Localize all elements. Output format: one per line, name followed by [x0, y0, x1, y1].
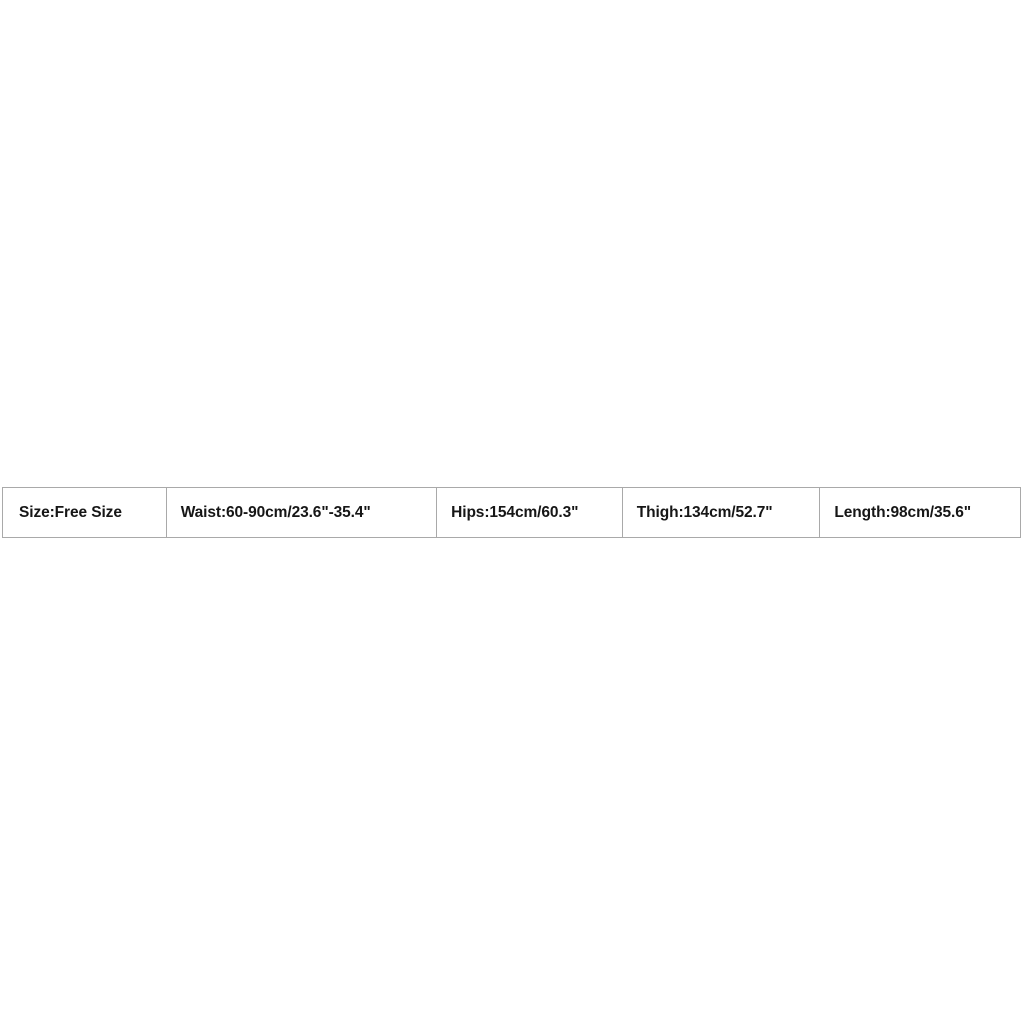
size-chart-cell-length-label: Length:98cm/35.6" [834, 503, 971, 521]
size-chart-cell-size: Size:Free Size [3, 488, 167, 537]
size-chart-cell-thigh-label: Thigh:134cm/52.7" [636, 503, 773, 521]
size-chart-cell-length: Length:98cm/35.6" [820, 488, 1020, 537]
size-chart-cell-hips-label: Hips:154cm/60.3" [451, 503, 579, 521]
size-chart-cell-waist: Waist:60-90cm/23.6"-35.4" [166, 488, 438, 537]
size-chart-table: Size:Free Size Waist:60-90cm/23.6"-35.4"… [2, 487, 1021, 538]
size-chart-cell-thigh: Thigh:134cm/52.7" [622, 488, 821, 537]
size-chart-cell-size-label: Size:Free Size [19, 503, 122, 521]
size-chart-cell-hips: Hips:154cm/60.3" [437, 488, 623, 537]
size-chart-cell-waist-label: Waist:60-90cm/23.6"-35.4" [180, 503, 371, 521]
